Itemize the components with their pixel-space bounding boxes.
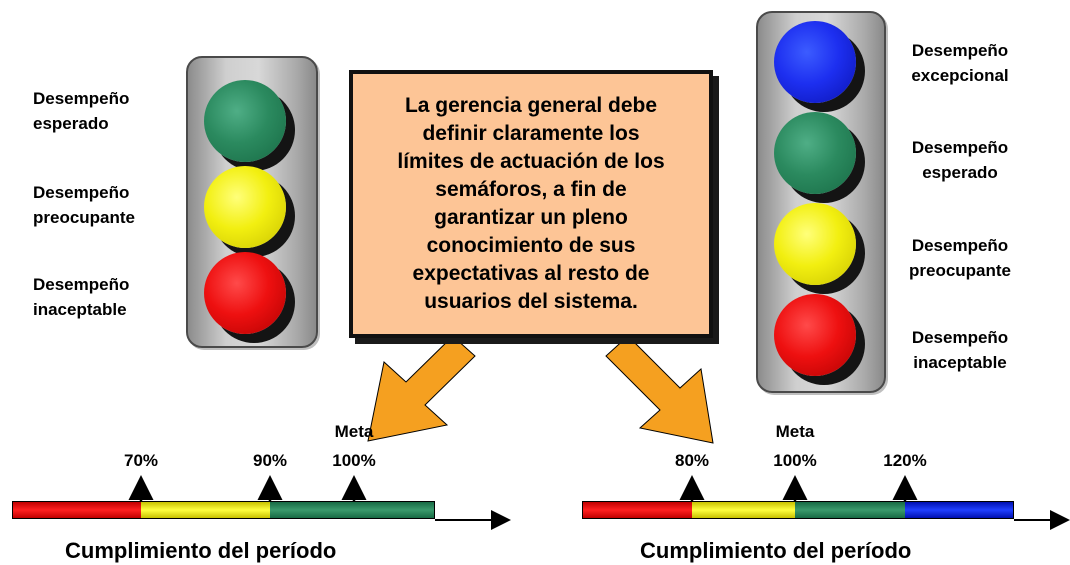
label-line1: Desempeño (33, 275, 130, 294)
left-bar-green (270, 501, 435, 519)
right-label-excepcional: Desempeño excepcional (905, 38, 1015, 88)
label-line2: esperado (922, 163, 998, 182)
right-bar-red (582, 501, 692, 519)
right-label-inaceptable: Desempeño inaceptable (905, 325, 1015, 375)
label-line1: Desempeño (33, 89, 130, 108)
label-line2: preocupante (33, 208, 136, 227)
left-bar-yellow (141, 501, 270, 519)
left-label-inaceptable: Desempeño inaceptable (33, 272, 129, 322)
label-line1: Desempeño (911, 41, 1009, 60)
left-orange-arrow (367, 330, 476, 442)
right-tick-100: 100% (773, 451, 817, 470)
right-footer-label: Cumplimiento del período (640, 538, 912, 563)
label-line1: Desempeño (33, 183, 130, 202)
right-tick-120: 120% (883, 451, 927, 470)
label-line2: esperado (33, 114, 109, 133)
right-green-lamp (774, 112, 856, 194)
label-line2: inaceptable (33, 300, 127, 319)
right-label-preocupante: Desempeño preocupante (905, 233, 1015, 283)
right-meta-label: Meta (775, 422, 815, 441)
label-line1: Desempeño (911, 236, 1009, 255)
central-note-box: La gerencia general debe definir clarame… (349, 70, 713, 338)
label-line1: Desempeño (911, 328, 1009, 347)
label-line2: preocupante (908, 261, 1012, 280)
right-bar-green (795, 501, 905, 519)
left-label-preocupante: Desempeño preocupante (33, 180, 135, 230)
right-blue-lamp (774, 21, 856, 103)
right-yellow-lamp (774, 203, 856, 285)
label-line2: inaceptable (913, 353, 1007, 372)
right-traffic-light (756, 11, 886, 393)
left-traffic-light (186, 56, 318, 348)
left-tick-70: 70% (123, 451, 159, 470)
left-meta-label: Meta (334, 422, 374, 441)
right-label-esperado: Desempeño esperado (905, 135, 1015, 185)
left-tick-100: 100% (332, 451, 376, 470)
left-yellow-lamp (204, 166, 286, 248)
right-red-lamp (774, 294, 856, 376)
label-line1: Desempeño (911, 138, 1009, 157)
left-bar-red (12, 501, 141, 519)
right-orange-arrow (605, 333, 714, 444)
left-footer-label: Cumplimiento del período (65, 538, 337, 563)
right-bar-blue (905, 501, 1014, 519)
label-line2: excepcional (911, 66, 1009, 85)
left-label-esperado: Desempeño esperado (33, 86, 129, 136)
right-tick-80: 80% (674, 451, 710, 470)
right-bar-yellow (692, 501, 795, 519)
left-red-lamp (204, 252, 286, 334)
left-green-lamp (204, 80, 286, 162)
left-tick-90: 90% (252, 451, 288, 470)
note-text: La gerencia general debe definir clarame… (397, 94, 665, 313)
